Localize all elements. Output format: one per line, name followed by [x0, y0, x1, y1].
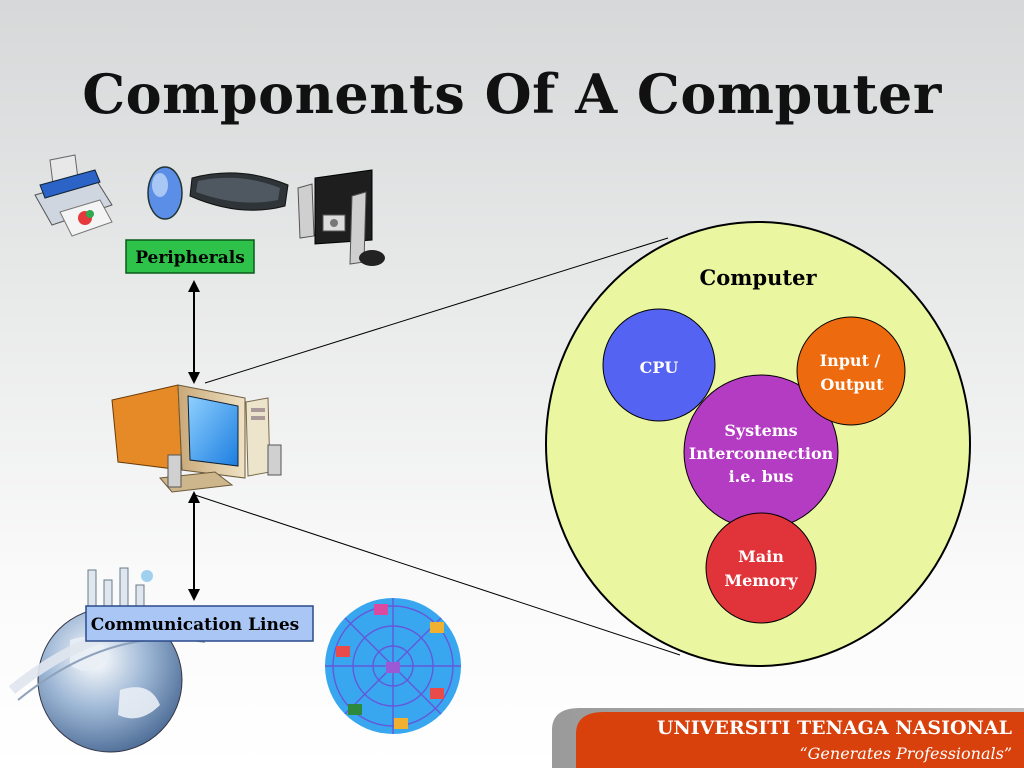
cpu-node: CPU [602, 308, 716, 422]
cpu-label: CPU [640, 358, 679, 377]
zoom-line-top [204, 237, 669, 384]
io-label-line1: Input / [820, 351, 881, 370]
mouse-icon [147, 166, 183, 220]
speakers-icon [297, 169, 385, 266]
io-label-line2: Output [820, 375, 884, 394]
zoom-line-bottom [194, 494, 681, 656]
bus-label-line2: Interconnection [689, 444, 834, 463]
slide-title: Components Of A Computer [82, 62, 942, 126]
computer-icon [111, 384, 282, 493]
communication-lines-label: Communication Lines [91, 615, 299, 635]
university-name: UNIVERSITI TENAGA NASIONAL [657, 717, 1012, 739]
input-output-node: Input / Output [796, 316, 906, 426]
memory-label-line2: Memory [724, 571, 798, 590]
keyboard-icon [189, 172, 289, 211]
communication-lines-box: Communication Lines [85, 605, 314, 642]
memory-label-line1: Main [738, 547, 784, 566]
computer-label: Computer [699, 265, 817, 290]
main-memory-node: Main Memory [705, 512, 817, 624]
systems-interconnection-node: Systems Interconnection i.e. bus [683, 374, 839, 530]
printer-icon [34, 154, 113, 237]
network-web-icon [325, 598, 461, 734]
bus-label-line3: i.e. bus [729, 467, 794, 486]
footer-banner: UNIVERSITI TENAGA NASIONAL “Generates Pr… [552, 708, 1024, 768]
peripherals-box: Peripherals [125, 239, 255, 274]
globe-icon [8, 567, 211, 753]
university-tagline: “Generates Professionals” [799, 744, 1012, 763]
bus-label-line1: Systems [724, 421, 797, 440]
peripherals-label: Peripherals [135, 248, 245, 268]
